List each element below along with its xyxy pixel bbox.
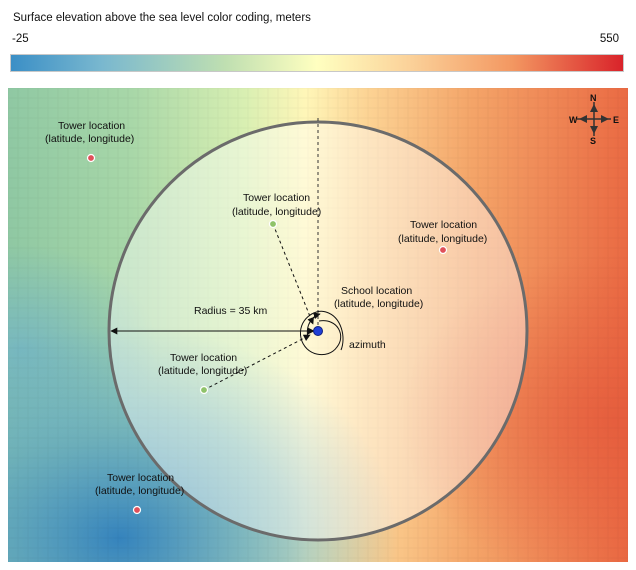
tower-southwest[interactable]: Tower location (latitude, longitude)	[158, 352, 247, 395]
tower-label-line2: (latitude, longitude)	[158, 365, 247, 377]
tower-marker[interactable]	[86, 153, 96, 163]
tower-marker[interactable]	[199, 385, 209, 395]
map-canvas: Radius = 35 km azimuth School location (…	[8, 88, 628, 562]
tower-label-line2: (latitude, longitude)	[45, 133, 134, 145]
elevation-color-bar	[10, 54, 624, 72]
legend-max-label: 550	[599, 33, 619, 45]
tower-label-line2: (latitude, longitude)	[95, 485, 184, 497]
tower-northwest[interactable]: Tower location (latitude, longitude)	[45, 120, 134, 163]
compass-rose-icon: N S W E	[569, 93, 619, 146]
school-label-line2: (latitude, longitude)	[334, 298, 423, 310]
tower-label-line1: Tower location	[410, 219, 477, 231]
compass-east: E	[613, 115, 619, 125]
legend-title: Surface elevation above the sea level co…	[13, 12, 311, 24]
elevation-map[interactable]: Radius = 35 km azimuth School location (…	[8, 88, 628, 562]
tower-label-line2: (latitude, longitude)	[398, 233, 487, 245]
tower-label-line2: (latitude, longitude)	[232, 206, 321, 218]
tower-label-line1: Tower location	[170, 352, 237, 364]
legend-min-label: -25	[12, 33, 29, 45]
radius-label: Radius = 35 km	[194, 305, 267, 317]
school-label-line1: School location	[341, 285, 412, 297]
compass-south: S	[590, 136, 596, 146]
tower-marker[interactable]	[438, 245, 448, 255]
azimuth-label: azimuth	[349, 339, 386, 351]
azimuth-arc	[299, 310, 344, 356]
tower-label-line1: Tower location	[243, 192, 310, 204]
tower-east[interactable]: Tower location (latitude, longitude)	[398, 219, 487, 255]
tower-marker[interactable]	[268, 219, 278, 229]
compass-west: W	[569, 115, 578, 125]
tower-link-southwest	[203, 334, 311, 391]
compass-north: N	[590, 93, 597, 103]
tower-south[interactable]: Tower location (latitude, longitude)	[95, 472, 184, 515]
tower-label-line1: Tower location	[58, 120, 125, 132]
tower-north[interactable]: Tower location (latitude, longitude)	[232, 192, 321, 229]
tower-label-line1: Tower location	[107, 472, 174, 484]
tower-marker[interactable]	[132, 505, 142, 515]
school-marker[interactable]	[313, 326, 323, 336]
